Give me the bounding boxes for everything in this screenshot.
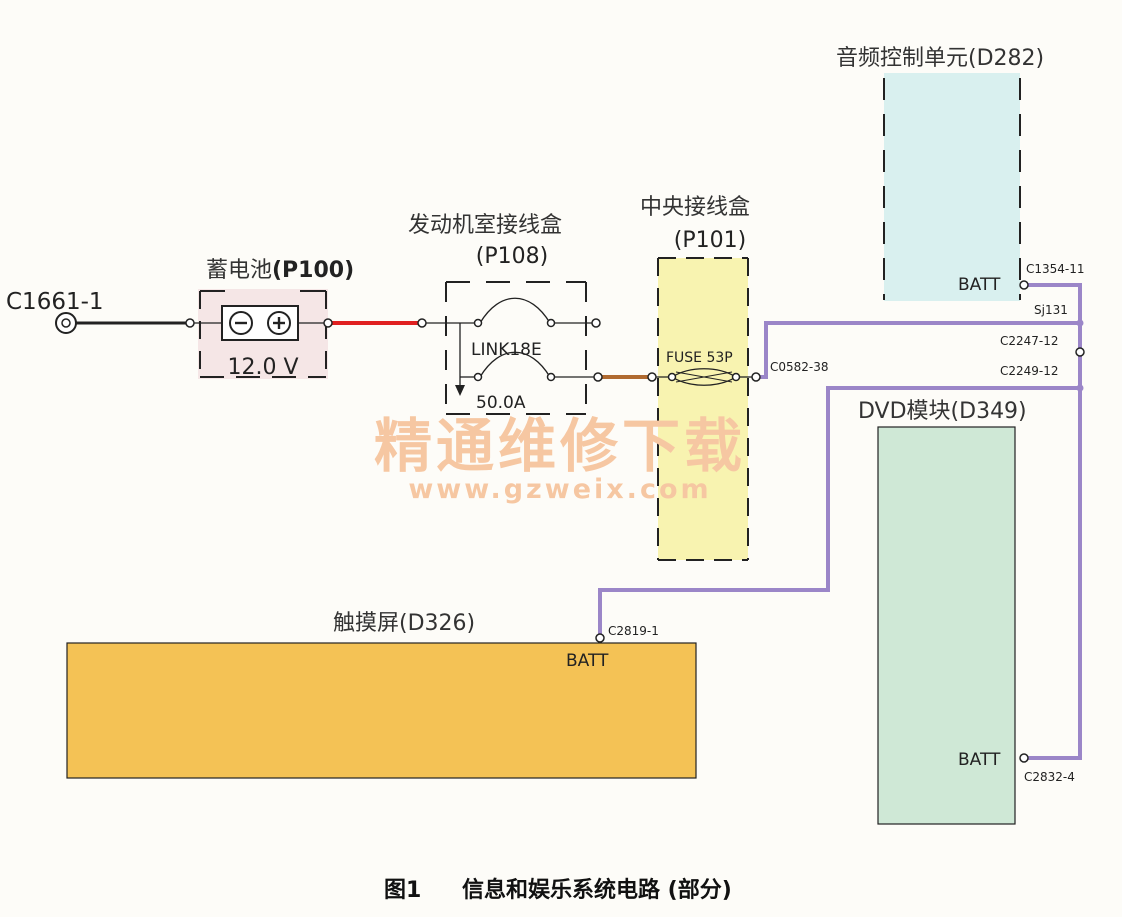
battery-terminal-hole: [61, 318, 71, 328]
figure-number: 图1: [384, 878, 421, 903]
pin-c2819: [595, 633, 605, 643]
engine-box-drop-arrow: [455, 385, 465, 396]
pin-engine-top-out: [591, 318, 601, 328]
dvd-module-pin: BATT: [958, 750, 1001, 770]
battery-connector-label: C1661-1: [6, 289, 104, 315]
signal-wire-touchscreen: [598, 386, 1080, 636]
dvd-module-box: [877, 426, 1016, 825]
pin-link-top-r: [546, 318, 556, 328]
pin-battery-neg: [185, 318, 195, 328]
audio-unit-connector: C1354-11: [1026, 262, 1085, 276]
link-rating: 50.0A: [476, 393, 526, 413]
c2247-label: C2247-12: [1000, 334, 1059, 348]
pin-c1354: [1019, 280, 1029, 290]
pin-fuse-l: [667, 372, 677, 382]
fuse-53p-mid-2: [675, 371, 733, 383]
pin-fuse-r: [731, 372, 741, 382]
fuse-label: FUSE 53P: [666, 350, 733, 366]
splice-c2249: [1076, 384, 1084, 392]
pin-link-top-l: [473, 318, 483, 328]
dvd-module-title: DVD模块(D349): [858, 399, 1027, 424]
pin-engine-in: [417, 318, 427, 328]
central-box: [658, 258, 748, 560]
figure-caption: 信息和娱乐系统电路 (部分): [462, 877, 732, 903]
pin-c2247: [1075, 347, 1085, 357]
c2249-label: C2249-12: [1000, 364, 1059, 378]
pin-central-in: [647, 372, 657, 382]
pin-link-bot-l: [473, 372, 483, 382]
battery-voltage: 12.0 V: [227, 355, 298, 380]
battery-code: (P100): [272, 258, 354, 283]
watermark-title: 精通维修下载: [374, 412, 746, 480]
splice-sj131: [1076, 319, 1084, 327]
link-label: LINK18E: [471, 340, 542, 360]
battery-title: 蓄电池: [206, 258, 272, 283]
watermark-url: www.gzweix.com: [408, 474, 711, 505]
touchscreen-connector: C2819-1: [608, 624, 659, 638]
pin-c0582: [751, 372, 761, 382]
touchscreen-title: 触摸屏(D326): [333, 611, 475, 636]
dvd-module-connector: C2832-4: [1024, 770, 1075, 784]
link-fuse-bottom: [479, 351, 551, 378]
signal-wire-dvd: [1026, 323, 1082, 760]
pin-link-bot-r: [546, 372, 556, 382]
pin-engine-bot-out: [593, 372, 603, 382]
engine-box-code: (P108): [476, 244, 548, 269]
pin-battery-pos: [323, 318, 333, 328]
link-fuse-top: [479, 297, 551, 324]
touchscreen-pin: BATT: [566, 651, 609, 671]
pin-c2832: [1019, 753, 1029, 763]
audio-unit-title: 音频控制单元(D282): [836, 46, 1044, 71]
central-box-code: (P101): [674, 228, 746, 253]
central-connector-label: C0582-38: [770, 360, 829, 374]
audio-unit-box: [884, 73, 1020, 301]
audio-unit-pin: BATT: [958, 275, 1001, 295]
central-box-title: 中央接线盒: [640, 195, 750, 220]
splice-label: Sj131: [1034, 303, 1068, 317]
touchscreen-box: [66, 642, 697, 779]
engine-box-title: 发动机室接线盒: [408, 213, 562, 238]
signal-wire-main: [756, 283, 1082, 379]
